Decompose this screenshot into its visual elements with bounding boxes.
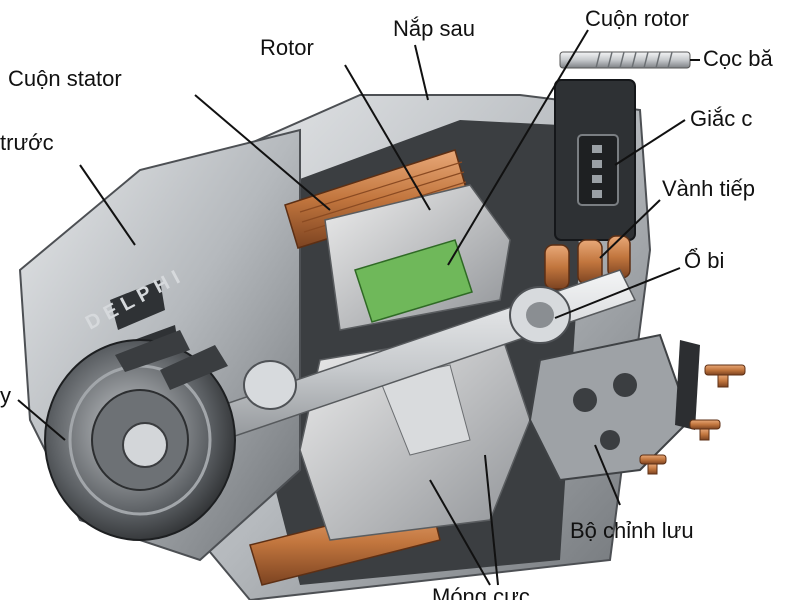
front-bearing [243, 360, 297, 410]
label-rear-cover: Nắp sau [393, 16, 475, 41]
connector-socket [577, 134, 619, 206]
rotor-winding [354, 239, 473, 323]
label-claw-pole: Móng cực [432, 584, 530, 600]
label-rectifier: Bộ chỉnh lưu [570, 518, 694, 543]
pulley-nut [122, 422, 168, 468]
label-stator-coil: Cuộn stator [8, 66, 122, 91]
label-pulley: y [0, 383, 11, 408]
label-bearing: Ổ bi [684, 248, 725, 273]
label-terminal: Cọc bă [703, 46, 773, 71]
label-rotor-coil: Cuộn rotor [585, 6, 689, 31]
leader-lines [17, 29, 700, 586]
cooling-fan [115, 330, 228, 390]
label-connector: Giắc c [690, 106, 753, 131]
label-front-cover: trước [0, 130, 54, 155]
label-slip-ring: Vành tiếp [662, 176, 755, 201]
diode-leads [639, 364, 746, 475]
label-rotor: Rotor [260, 35, 314, 60]
rectifier-clip [675, 340, 700, 430]
slip-ring-1 [544, 244, 570, 290]
rectifier-plate [528, 333, 692, 482]
